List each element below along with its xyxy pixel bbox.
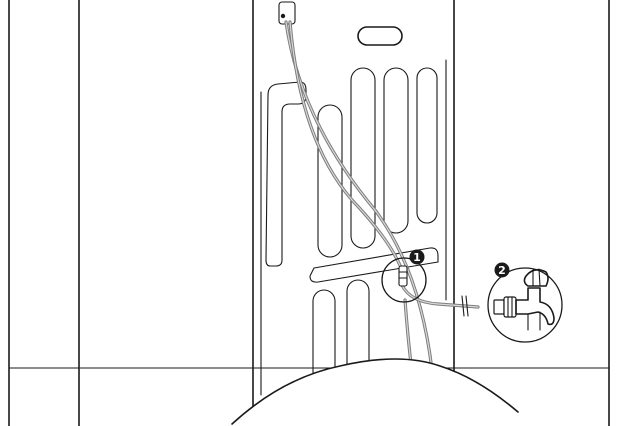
callout-badge-1: 1: [410, 250, 425, 265]
callout-number-2: 2: [498, 264, 506, 277]
outer-frame: [9, 0, 609, 426]
hoses: [286, 22, 478, 372]
handle-slot: [358, 27, 402, 45]
callout-badge-2: 2: [495, 263, 510, 278]
hose-bracket: [279, 2, 295, 24]
tap-detail-circle: [488, 268, 562, 342]
panel-rib-3: [384, 68, 408, 233]
foreground-curve: [230, 359, 520, 426]
hose-connector-fitting: [399, 266, 407, 286]
panel-rib-left: [266, 82, 306, 266]
bracket-screw: [281, 14, 285, 18]
connector-detail-circle: [382, 258, 426, 302]
coupling-nut: [494, 300, 504, 314]
panel-rib-4: [417, 68, 437, 223]
callout-number-1: 1: [413, 251, 421, 264]
